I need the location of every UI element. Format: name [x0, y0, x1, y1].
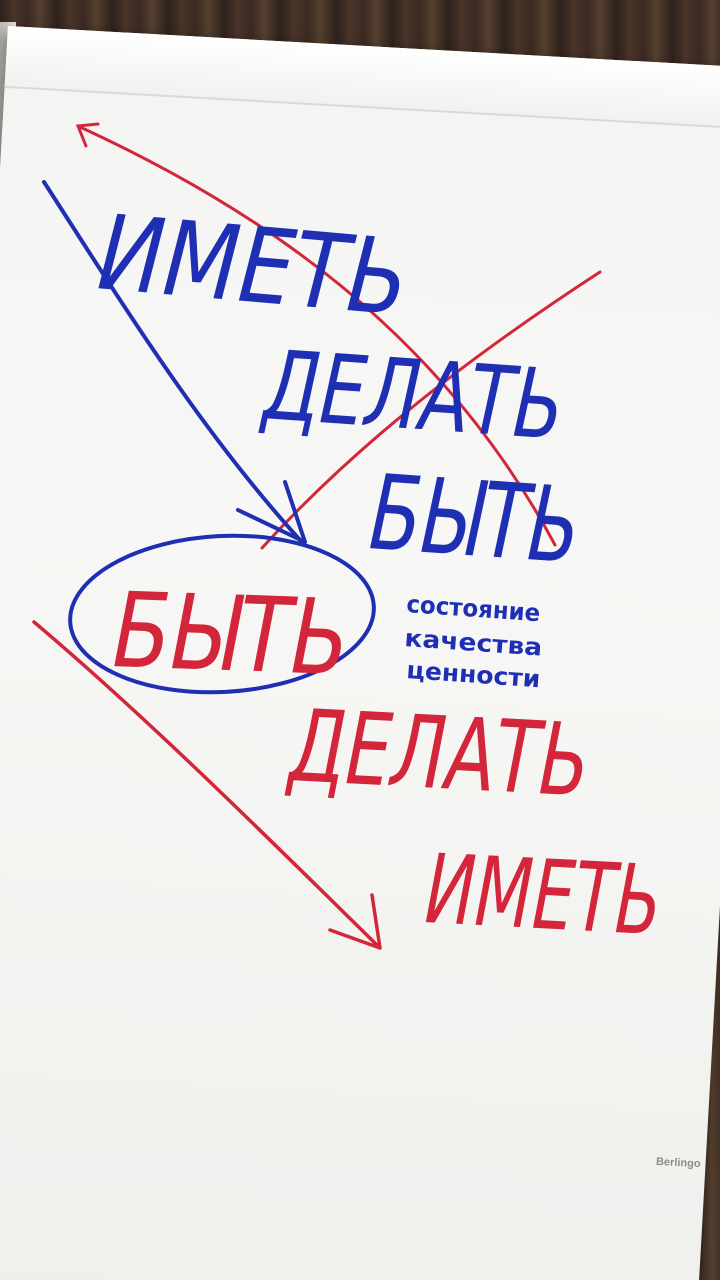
- red-strike-line: [76, 124, 557, 547]
- red-strike-line-2: [260, 270, 602, 550]
- word-byt-top: БЫТЬ: [366, 451, 584, 587]
- red-arrow-line: [32, 620, 380, 948]
- word-delat-bottom: ДЕЛАТЬ: [284, 687, 593, 820]
- note-line-3: ценности: [406, 656, 542, 693]
- blue-circle: [68, 533, 376, 695]
- word-byt-circled: БЫТЬ: [111, 569, 351, 699]
- word-imet-top: ИМЕТЬ: [94, 191, 413, 340]
- word-delat-top: ДЕЛАТЬ: [257, 329, 567, 462]
- blue-arrow-line: [42, 180, 302, 542]
- blue-arrowhead: [236, 480, 307, 544]
- brand-logo: Berlingo: [655, 1155, 701, 1171]
- word-imet-bottom: ИМЕТЬ: [423, 833, 665, 957]
- note-line-2: качества: [404, 624, 544, 662]
- red-strike-arrowhead: [75, 122, 100, 148]
- red-arrowhead: [328, 893, 382, 950]
- note-line-1: состояние: [406, 590, 542, 627]
